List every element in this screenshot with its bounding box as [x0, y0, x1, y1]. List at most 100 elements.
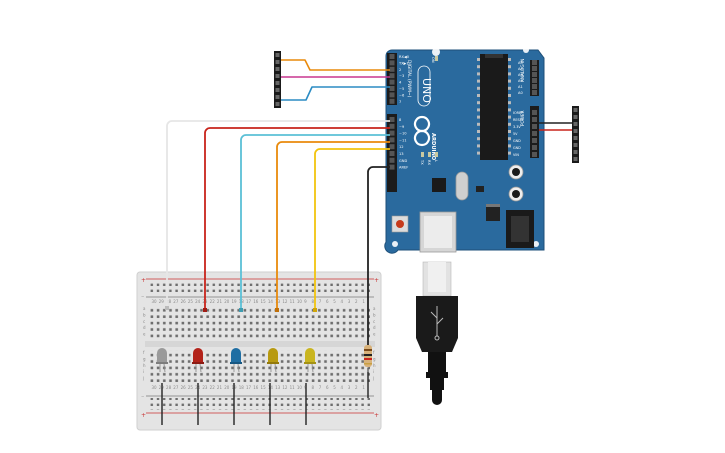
row-letter: e [373, 332, 376, 337]
power-pin-label: 5V [513, 132, 518, 136]
power-pin-label: GND [513, 146, 521, 150]
column-number: 6 [326, 299, 329, 304]
wire-yellow [314, 148, 390, 310]
rail-minus-bottom-left: − [141, 394, 144, 399]
row-letter: a [143, 306, 146, 311]
row-letter: f [143, 350, 145, 355]
power-pin-label: VIN [513, 153, 519, 157]
column-number: 8 [311, 385, 314, 390]
column-number: 3 [348, 299, 351, 304]
rail-plus-bottom-right: + [374, 412, 379, 419]
voltage-regulator [486, 205, 500, 221]
digital-pin-label: ~6 [399, 93, 405, 97]
column-number: 26 [181, 299, 187, 304]
column-number: 24 [195, 299, 201, 304]
led-red[interactable] [192, 348, 204, 373]
column-number: 7 [319, 385, 322, 390]
column-number: 15 [261, 299, 267, 304]
wire-end-caps [165, 306, 317, 312]
column-number: 22 [210, 299, 216, 304]
usb-cable [416, 261, 458, 405]
power-pin-label: 3.3V [513, 125, 521, 129]
analog-pin-label: A2 [518, 79, 523, 83]
column-number: 13 [275, 385, 281, 390]
digital-header-title: DIGITAL (PWM~) [406, 60, 412, 98]
digital-pin-label: 2 [399, 68, 401, 72]
crystal [455, 171, 469, 201]
led-olive[interactable] [267, 348, 279, 373]
header-right[interactable] [572, 106, 579, 163]
column-number: 12 [282, 299, 288, 304]
l-label: L [434, 160, 438, 162]
column-number: 12 [282, 385, 288, 390]
analog-pin-label: A3 [518, 73, 523, 77]
column-number: 3 [348, 385, 351, 390]
power-header-title: POWER [520, 110, 525, 126]
analog-pin-label: A4 [518, 67, 523, 71]
column-number: 6 [326, 385, 329, 390]
column-number: 2 [355, 299, 358, 304]
column-number: 18 [239, 385, 245, 390]
power-pin-label: RESET [513, 118, 525, 122]
led-blue[interactable] [230, 348, 242, 373]
led-gray[interactable] [156, 348, 168, 373]
column-number: 11 [290, 299, 296, 304]
row-letter: c [143, 319, 145, 324]
column-number: 14 [268, 299, 274, 304]
column-number: 19 [231, 299, 237, 304]
column-number: 21 [217, 385, 223, 390]
wire-white [166, 120, 390, 308]
column-number: 7 [319, 299, 322, 304]
on-label: ON [431, 57, 435, 63]
arduino-logo [413, 115, 431, 147]
column-number: 30 [152, 299, 158, 304]
header-left[interactable] [274, 51, 281, 108]
column-number: 16 [253, 299, 259, 304]
row-letter: d [373, 325, 376, 330]
row-letter: j [142, 376, 144, 381]
wire-orange-header [281, 59, 390, 71]
column-number: 1 [362, 299, 365, 304]
digital-pin-label: 12 [399, 145, 404, 149]
rail-minus-top-left: − [141, 294, 144, 299]
rx-label: RX [427, 160, 431, 165]
row-letter: f [373, 350, 375, 355]
rail-plus-top-left: + [141, 277, 146, 284]
row-letter: a [373, 306, 376, 311]
row-letter: g [143, 356, 146, 361]
column-number: 20 [224, 299, 230, 304]
column-number: 30 [152, 385, 158, 390]
column-number: 5 [333, 299, 336, 304]
digital-pin-label: 13 [399, 152, 404, 156]
column-number: 4 [341, 299, 344, 304]
reset-button[interactable] [391, 215, 409, 233]
column-number: 15 [261, 385, 267, 390]
status-leds: TX RX L ON [420, 56, 438, 165]
column-number: 1 [362, 385, 365, 390]
column-number: 4 [341, 385, 344, 390]
row-letter: i [373, 369, 374, 374]
column-number: 29 [159, 299, 165, 304]
row-letter: e [143, 332, 146, 337]
digital-pin-label: TX▶1 [398, 61, 409, 65]
column-number: 22 [210, 385, 216, 390]
model-frame [417, 65, 431, 107]
digital-pin-label: ~5 [399, 87, 404, 91]
column-number: 20 [224, 385, 230, 390]
wire-orange [276, 141, 390, 310]
led-yellow[interactable] [304, 348, 316, 373]
power-jack [506, 210, 534, 248]
rail-plus-bottom-left: + [141, 412, 146, 419]
column-number: 17 [246, 385, 252, 390]
model-label: UNO [420, 78, 433, 103]
column-number: 27 [173, 299, 179, 304]
row-letter: b [373, 312, 376, 317]
digital-pin-label: ~10 [399, 132, 407, 136]
regulator-small [476, 186, 484, 192]
row-letter: j [372, 376, 374, 381]
